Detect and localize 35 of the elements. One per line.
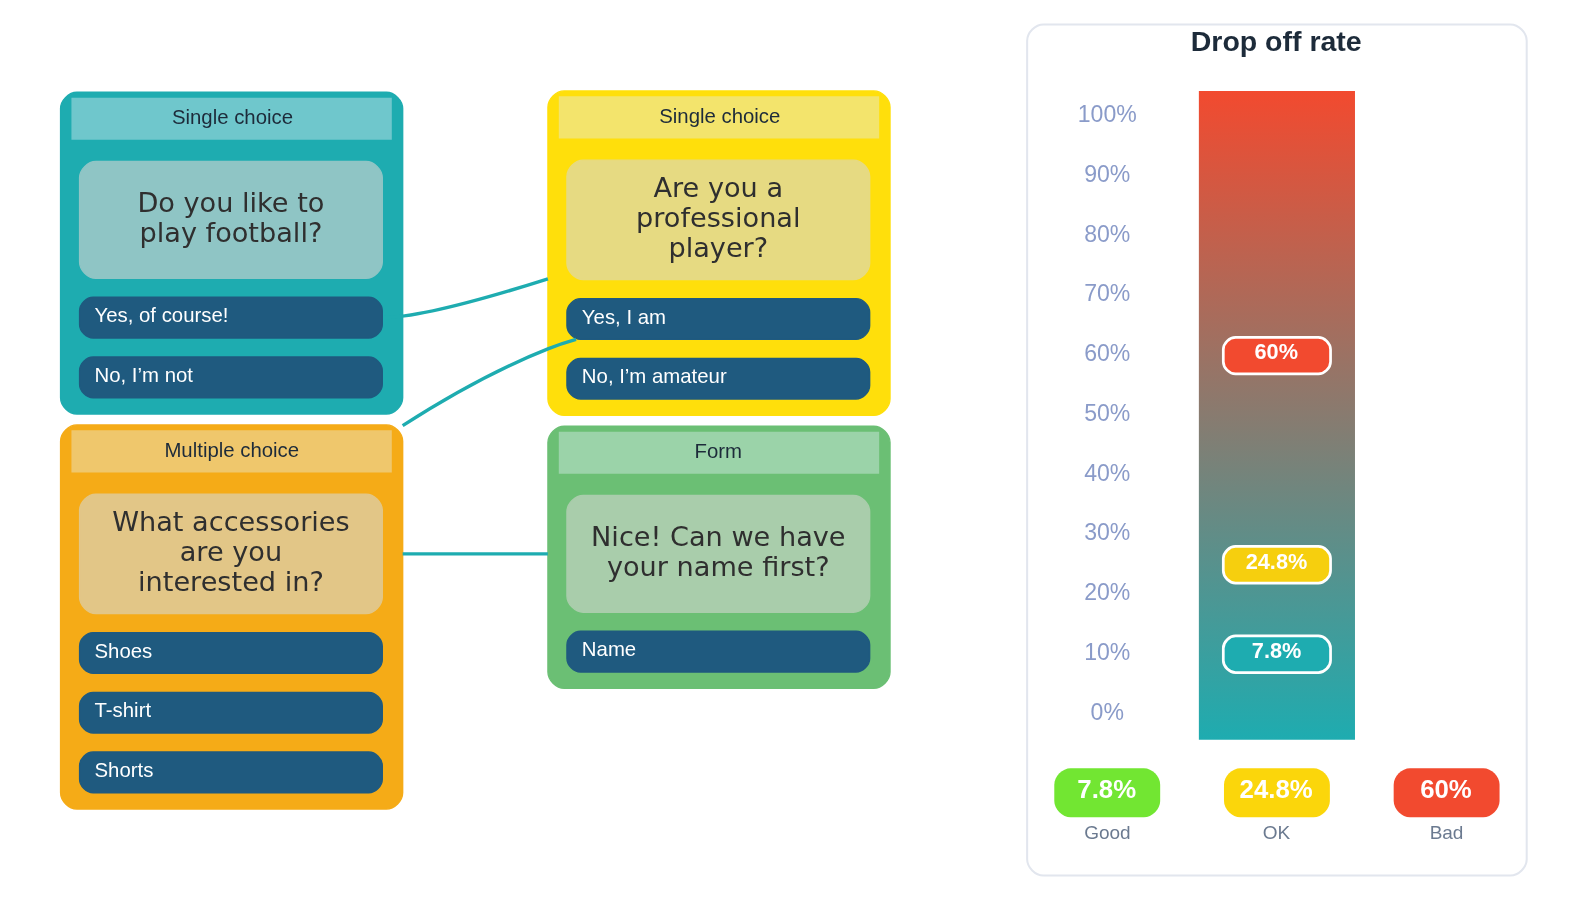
node-box: No, I’m not [78, 356, 383, 399]
label: 30% [1084, 519, 1131, 546]
node-box: Yes, I am [566, 297, 871, 341]
node-box: 60% [1221, 335, 1332, 376]
node-box: T-shirt [78, 691, 383, 734]
node-label: Good [1084, 822, 1131, 844]
label: 0% [1090, 698, 1124, 725]
node-label: Bad [1429, 822, 1464, 844]
label: 80% [1084, 220, 1131, 247]
node-box: Shoes [78, 631, 383, 674]
node-box: Are you a professional player? [566, 159, 871, 281]
node-box: Yes, of course! [78, 296, 383, 339]
label: 70% [1084, 280, 1131, 307]
label: 100% [1077, 101, 1137, 128]
node-box: 60% [1393, 768, 1500, 818]
label: 50% [1084, 399, 1131, 426]
node-label: OK [1262, 822, 1291, 844]
node-box: 24.8% [1224, 768, 1330, 818]
label: 60% [1084, 340, 1131, 367]
connector [402, 552, 548, 556]
label: 40% [1084, 459, 1131, 486]
node-box: No, I’m amateur [566, 357, 871, 400]
label: 20% [1084, 579, 1131, 606]
node-box: Name [566, 630, 871, 673]
node-box: 7.8% [1221, 634, 1332, 674]
node-box: 24.8% [1221, 545, 1332, 585]
node-box: Shorts [78, 751, 383, 794]
label: 90% [1084, 161, 1131, 188]
label: 10% [1084, 638, 1131, 665]
cluster [1198, 90, 1355, 740]
node-box: 7.8% [1054, 768, 1161, 818]
node-box: Nice! Can we have your name first? [566, 494, 871, 613]
connector [401, 337, 577, 427]
node-box: Do you like to play football? [78, 160, 383, 279]
node-box: What accessories are you interested in? [78, 493, 383, 615]
